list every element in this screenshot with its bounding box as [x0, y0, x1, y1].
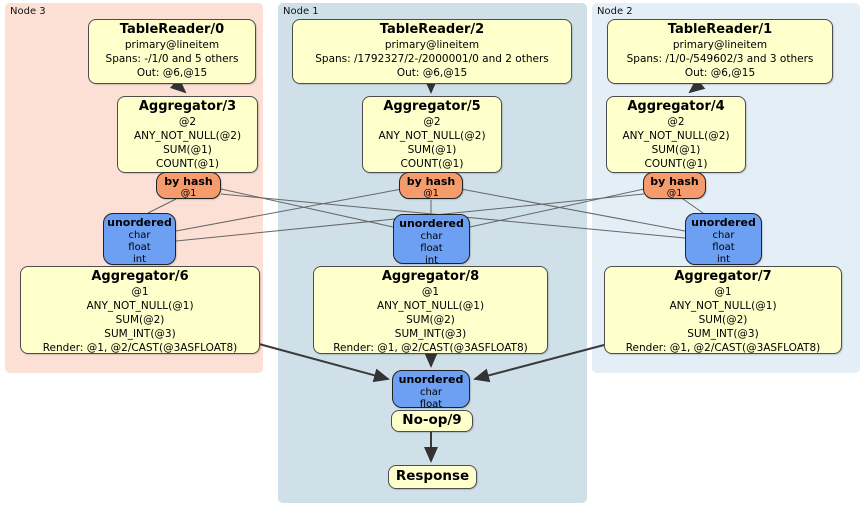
stream-type: float [420, 243, 443, 254]
node-1-label: Node 1 [283, 6, 319, 17]
processor-render: Render: @1, @2/CAST(@3ASFLOAT8) [333, 342, 528, 354]
processor-detail: SUM(@1) [163, 144, 212, 156]
processor-title: TableReader/0 [119, 22, 225, 37]
processor-spans: Spans: /1/0-/549602/3 and 3 others [626, 53, 814, 65]
stream-title: unordered [107, 216, 172, 229]
processor-out: Out: @6,@15 [136, 67, 208, 79]
processor-detail: @2 [423, 116, 441, 128]
processor-aggregator-4: Aggregator/4 @2 ANY_NOT_NULL(@2) SUM(@1)… [606, 96, 746, 173]
processor-spans: Spans: -/1/0 and 5 others [105, 53, 239, 65]
processor-aggregator-5: Aggregator/5 @2 ANY_NOT_NULL(@2) SUM(@1)… [362, 96, 502, 173]
processor-out: Out: @6,@15 [396, 67, 468, 79]
response-box: Response [388, 465, 477, 489]
processor-detail: @1 [421, 286, 440, 298]
processor-detail: SUM(@2) [406, 314, 455, 326]
processor-out: Out: @6,@15 [684, 67, 756, 79]
processor-title: Aggregator/5 [383, 99, 481, 114]
processor-detail: ANY_NOT_NULL(@1) [669, 300, 777, 312]
stream-type: int [716, 254, 731, 265]
processor-detail: COUNT(@1) [400, 158, 464, 170]
processor-detail: SUM(@1) [651, 144, 701, 156]
processor-detail: @1 [714, 286, 732, 298]
node-2-label: Node 2 [597, 6, 633, 17]
processor-title: Aggregator/7 [674, 269, 772, 284]
router-title: by hash [650, 175, 699, 188]
stream-title: unordered [398, 373, 464, 386]
processor-title: TableReader/1 [667, 22, 773, 37]
processor-aggregator-8: Aggregator/8 @1 ANY_NOT_NULL(@1) SUM(@2)… [313, 266, 548, 354]
stream-type: float [419, 399, 443, 410]
hash-router-node1: by hash @1 [399, 172, 463, 199]
processor-aggregator-3: Aggregator/3 @2 ANY_NOT_NULL(@2) SUM(@1)… [117, 96, 258, 173]
processor-detail: SUM(@2) [698, 314, 748, 326]
stream-type: float [128, 242, 151, 253]
stream-unordered-node3: unordered char float int [103, 213, 176, 265]
node-3-label: Node 3 [10, 6, 46, 17]
stream-type: int [132, 254, 147, 265]
stream-type: char [419, 387, 443, 398]
processor-spans: Spans: /1792327/2-/2000001/0 and 2 other… [315, 53, 549, 65]
router-key: @1 [180, 188, 197, 199]
hash-router-node3: by hash @1 [156, 172, 221, 199]
processor-detail: SUM_INT(@3) [394, 328, 467, 340]
processor-detail: COUNT(@1) [156, 158, 219, 170]
processor-detail: ANY_NOT_NULL(@2) [133, 130, 242, 142]
processor-index: primary@lineitem [672, 39, 768, 51]
stream-type: float [712, 242, 735, 253]
processor-detail: SUM_INT(@3) [104, 328, 176, 340]
processor-detail: SUM_INT(@3) [687, 328, 759, 340]
stream-type: char [712, 230, 735, 241]
processor-noop-9: No-op/9 [391, 410, 473, 432]
processor-index: primary@lineitem [384, 39, 480, 51]
stream-unordered-final: unordered char float [392, 370, 470, 410]
processor-detail: ANY_NOT_NULL(@2) [622, 130, 730, 142]
stream-unordered-node1: unordered char float int [393, 214, 470, 266]
router-key: @1 [666, 188, 683, 199]
processor-tablereader-0: TableReader/0 primary@lineitem Spans: -/… [88, 19, 256, 84]
hash-router-node2: by hash @1 [643, 172, 706, 199]
processor-render: Render: @1, @2/CAST(@3ASFLOAT8) [42, 342, 238, 354]
processor-tablereader-2: TableReader/2 primary@lineitem Spans: /1… [292, 19, 572, 84]
stream-type: char [420, 231, 443, 242]
processor-title: No-op/9 [402, 412, 462, 428]
processor-index: primary@lineitem [124, 39, 220, 51]
stream-title: unordered [399, 217, 464, 230]
processor-title: Aggregator/8 [381, 269, 480, 284]
processor-detail: ANY_NOT_NULL(@1) [86, 300, 194, 312]
stream-unordered-node2: unordered char float int [685, 213, 762, 265]
processor-detail: SUM(@2) [115, 314, 165, 326]
processor-title: Aggregator/4 [627, 99, 725, 114]
stream-type: int [424, 255, 439, 266]
processor-detail: ANY_NOT_NULL(@1) [376, 300, 485, 312]
processor-title: Aggregator/3 [138, 99, 237, 114]
processor-title: TableReader/2 [379, 22, 485, 37]
router-title: by hash [164, 175, 213, 188]
processor-detail: @2 [178, 116, 197, 128]
router-key: @1 [423, 188, 439, 199]
processor-title: Aggregator/6 [91, 269, 189, 284]
processor-detail: ANY_NOT_NULL(@2) [378, 130, 486, 142]
response-title: Response [395, 468, 470, 484]
processor-tablereader-1: TableReader/1 primary@lineitem Spans: /1… [607, 19, 833, 84]
processor-detail: @2 [667, 116, 685, 128]
router-title: by hash [406, 175, 456, 188]
stream-title: unordered [691, 216, 756, 229]
processor-aggregator-7: Aggregator/7 @1 ANY_NOT_NULL(@1) SUM(@2)… [604, 266, 842, 354]
stream-type: char [128, 230, 151, 241]
processor-detail: SUM(@1) [407, 144, 457, 156]
processor-detail: COUNT(@1) [644, 158, 708, 170]
processor-render: Render: @1, @2/CAST(@3ASFLOAT8) [625, 342, 821, 354]
processor-aggregator-6: Aggregator/6 @1 ANY_NOT_NULL(@1) SUM(@2)… [20, 266, 260, 354]
processor-detail: @1 [131, 286, 149, 298]
